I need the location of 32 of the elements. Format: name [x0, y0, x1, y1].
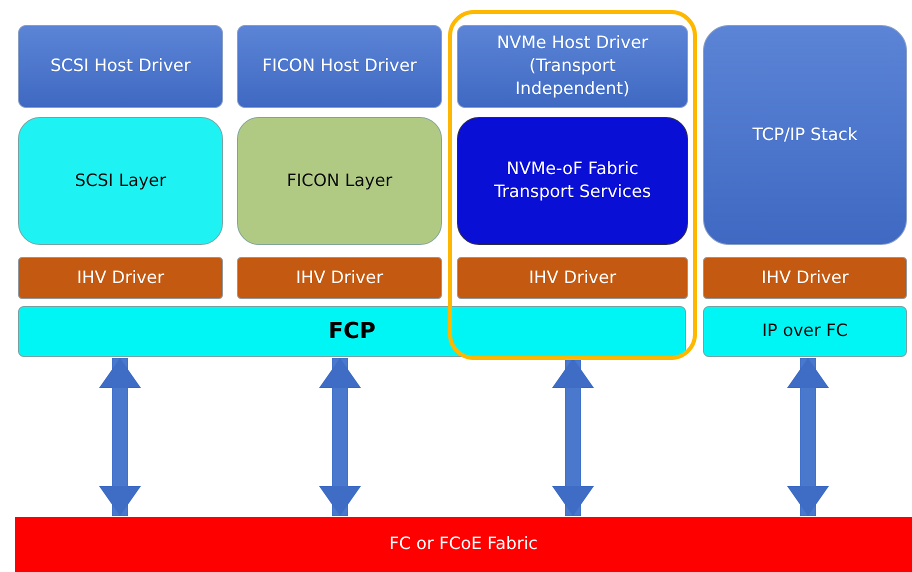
double-arrow — [99, 358, 141, 516]
double-arrow — [319, 358, 361, 516]
double-arrow — [787, 358, 829, 516]
node-label: IHV Driver — [761, 266, 849, 290]
node-label: IHV Driver — [76, 266, 164, 290]
node-label: FCP — [328, 318, 376, 346]
protocol-bar — [703, 306, 907, 357]
node-label: SCSI Layer — [74, 170, 166, 192]
fabric-bar — [15, 517, 912, 572]
node-label: NVMe Host Driver (Transport Independent) — [496, 32, 650, 101]
layer-box — [18, 117, 223, 245]
host-driver-box — [18, 25, 223, 108]
node-label: FICON Layer — [286, 170, 392, 192]
driver-bar — [703, 257, 907, 299]
protocol-bar — [18, 306, 686, 357]
layer-box — [457, 117, 688, 245]
host-driver-box — [457, 25, 688, 108]
driver-bar — [237, 257, 442, 299]
driver-bar — [457, 257, 688, 299]
node-label: SCSI Host Driver — [50, 55, 191, 78]
node-label: FICON Host Driver — [262, 55, 417, 78]
double-arrow — [552, 358, 594, 516]
node-label: NVMe-oF Fabric Transport Services — [493, 158, 652, 204]
stack-box — [703, 25, 907, 245]
node-label: IHV Driver — [528, 266, 616, 290]
node-label: FC or FCoE Fabric — [389, 533, 538, 556]
driver-bar — [18, 257, 223, 299]
node-label: IP over FC — [762, 320, 848, 343]
node-label: TCP/IP Stack — [752, 124, 858, 146]
layer-box — [237, 117, 442, 245]
node-label: IHV Driver — [296, 266, 384, 290]
host-driver-box — [237, 25, 442, 108]
